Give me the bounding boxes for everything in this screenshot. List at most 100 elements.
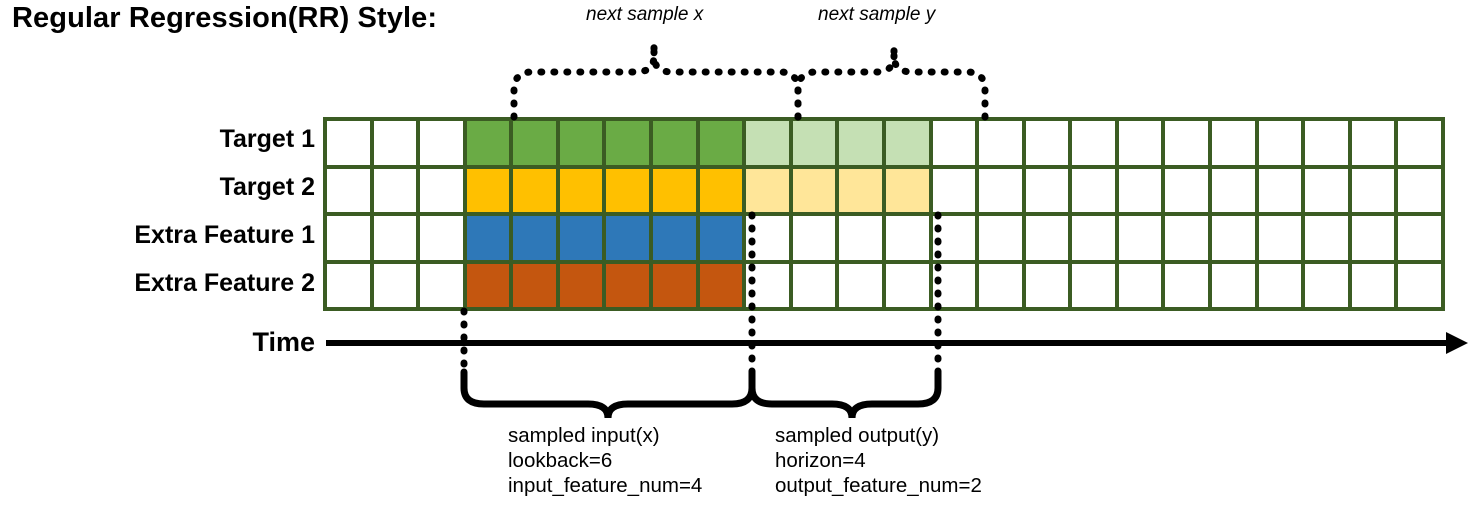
caption-input-line1: sampled input(x) [508, 424, 660, 447]
grid-cell [373, 168, 417, 212]
brace-sampled-input [460, 368, 756, 419]
grid-cell [1398, 216, 1441, 260]
row-label-extra-feature-2: Extra Feature 2 [134, 269, 315, 297]
grid-cell [699, 263, 743, 307]
grid-cell [746, 216, 789, 260]
grid-cell [559, 216, 603, 260]
row-label-extra-feature-1: Extra Feature 1 [134, 221, 315, 249]
grid-cell [513, 263, 556, 307]
grid-cell [327, 168, 370, 212]
grid-cell [373, 263, 417, 307]
grid-cell [699, 216, 743, 260]
grid-cell [1072, 168, 1115, 212]
brace-next-sample-y [794, 40, 989, 121]
grid-cell [1351, 121, 1395, 165]
grid-cell [1072, 121, 1115, 165]
grid-cell [839, 168, 882, 212]
brace-next-sample-x [510, 40, 802, 121]
grid-cell [513, 121, 556, 165]
grid-cell [653, 121, 696, 165]
time-axis-arrow [326, 332, 1468, 354]
grid-cell [606, 216, 650, 260]
grid-cell [420, 121, 463, 165]
grid-cell [699, 121, 743, 165]
grid-cell [932, 216, 976, 260]
time-axis-label: Time [252, 327, 315, 357]
grid-cell [1305, 216, 1348, 260]
grid-cell [979, 263, 1022, 307]
grid-cell [559, 168, 603, 212]
grid-cell [699, 168, 743, 212]
grid-cell [792, 263, 836, 307]
grid-cell [1118, 216, 1162, 260]
caption-input-line2: lookback=6 [508, 449, 613, 472]
grid-cell [420, 263, 463, 307]
grid-cell [1072, 216, 1115, 260]
grid-cell [1165, 263, 1209, 307]
grid-cell [1165, 168, 1209, 212]
grid-cell [839, 216, 882, 260]
grid-cell [1398, 263, 1441, 307]
grid-cell [792, 168, 836, 212]
grid-cell [466, 263, 510, 307]
grid-cell [466, 121, 510, 165]
caption-output-line3: output_feature_num=2 [775, 474, 982, 497]
grid-cell [1305, 121, 1348, 165]
grid-cell [653, 216, 696, 260]
grid-cell [1351, 216, 1395, 260]
grid-cell [1212, 263, 1255, 307]
grid-cell [1025, 168, 1069, 212]
grid-cell [932, 168, 976, 212]
grid-cell [559, 121, 603, 165]
grid-cell [1118, 121, 1162, 165]
grid-cell [1025, 263, 1069, 307]
grid-cell [1258, 121, 1302, 165]
grid-cell [979, 168, 1022, 212]
grid-cell [606, 263, 650, 307]
grid-cell [932, 121, 976, 165]
grid-cell [932, 263, 976, 307]
grid-cell [420, 168, 463, 212]
caption-sampled-output: sampled output(y) horizon=4 output_featu… [775, 423, 982, 498]
grid-cell [1025, 121, 1069, 165]
grid-cell [653, 263, 696, 307]
caption-output-line1: sampled output(y) [775, 424, 940, 447]
grid-cell [327, 121, 370, 165]
grid-cell [1025, 216, 1069, 260]
row-label-column: Target 1 Target 2 Extra Feature 1 Extra … [8, 117, 315, 311]
timeline-grid [323, 117, 1445, 311]
caption-input-line3: input_feature_num=4 [508, 474, 703, 497]
grid-cell [885, 168, 929, 212]
grid-cell [1351, 263, 1395, 307]
grid-cell [1072, 263, 1115, 307]
grid-cell [746, 263, 789, 307]
annotation-next-sample-x: next sample x [586, 4, 704, 25]
grid-cell [1118, 263, 1162, 307]
grid-cell [746, 168, 789, 212]
grid-cell [979, 216, 1022, 260]
grid-cell [606, 168, 650, 212]
caption-sampled-input: sampled input(x) lookback=6 input_featur… [508, 423, 702, 498]
grid-cell [746, 121, 789, 165]
grid-cell [1165, 216, 1209, 260]
grid-cell [1258, 168, 1302, 212]
grid-cell [1398, 121, 1441, 165]
grid-cell [885, 216, 929, 260]
grid-cell [513, 216, 556, 260]
grid-cell [466, 168, 510, 212]
grid-cell [653, 168, 696, 212]
grid-cell [373, 216, 417, 260]
caption-output-line2: horizon=4 [775, 449, 866, 472]
grid-cell [1212, 216, 1255, 260]
grid-cell [466, 216, 510, 260]
grid-cell [1398, 168, 1441, 212]
grid-cell [559, 263, 603, 307]
grid-cell [373, 121, 417, 165]
grid-cell [885, 263, 929, 307]
grid-cell [420, 216, 463, 260]
page-title: Regular Regression(RR) Style: [12, 2, 438, 34]
grid-cell [327, 263, 370, 307]
grid-cell [1212, 168, 1255, 212]
grid-cell [792, 216, 836, 260]
